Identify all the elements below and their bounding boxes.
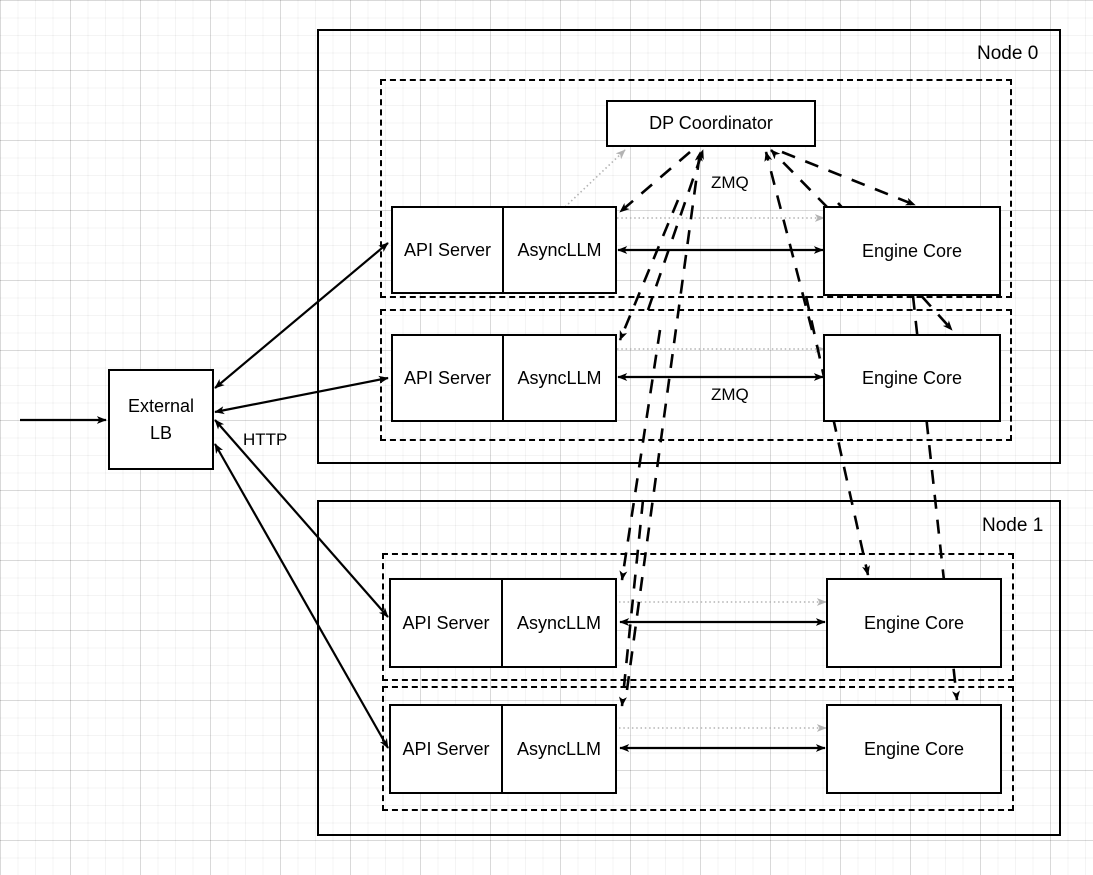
zmq-label-node0-group1: ZMQ xyxy=(711,385,749,404)
api-server-label-1: API Server xyxy=(393,336,504,420)
api-server-label-0: API Server xyxy=(393,208,504,292)
node-1-engine-core-1[interactable]: Engine Core xyxy=(826,704,1002,794)
external-lb-box[interactable]: External LB xyxy=(108,369,214,470)
node-1-label: Node 1 xyxy=(982,515,1044,536)
node-0-label: Node 0 xyxy=(977,43,1039,64)
async-llm-label-2: AsyncLLM xyxy=(516,612,602,633)
async-llm-label-0: AsyncLLM xyxy=(517,239,602,260)
engine-core-label-1: Engine Core xyxy=(861,367,963,388)
node-0-engine-core-0[interactable]: Engine Core xyxy=(823,206,1001,296)
engine-core-label-3: Engine Core xyxy=(863,738,965,759)
node-0-engine-core-1[interactable]: Engine Core xyxy=(823,334,1001,422)
dp-coordinator-label: DP Coordinator xyxy=(649,113,773,134)
node-1-dp-group-0 xyxy=(382,553,1014,681)
external-lb-label-line1: External xyxy=(127,396,195,417)
external-lb-label-line2: LB xyxy=(149,422,172,443)
node-0-apiserver-asyncllm-0[interactable]: API Server AsyncLLM xyxy=(391,206,617,294)
node-0-container xyxy=(317,29,1061,464)
node-0-dp-group-1 xyxy=(380,309,1012,441)
api-server-label-2: API Server xyxy=(391,580,503,666)
node-1-apiserver-asyncllm-0[interactable]: API Server AsyncLLM xyxy=(389,578,617,668)
node-1-engine-core-0[interactable]: Engine Core xyxy=(826,578,1002,668)
async-llm-label-1: AsyncLLM xyxy=(517,367,602,388)
node-0-apiserver-asyncllm-1[interactable]: API Server AsyncLLM xyxy=(391,334,617,422)
node-1-apiserver-asyncllm-1[interactable]: API Server AsyncLLM xyxy=(389,704,617,794)
http-edge-label: HTTP xyxy=(243,430,288,449)
dp-coordinator-box[interactable]: DP Coordinator xyxy=(606,100,816,147)
node-0-dp-group-0 xyxy=(380,79,1012,298)
async-llm-label-3: AsyncLLM xyxy=(516,738,602,759)
api-server-label-3: API Server xyxy=(391,706,503,792)
node-1-dp-group-1 xyxy=(382,686,1014,811)
engine-core-label-0: Engine Core xyxy=(861,240,963,261)
zmq-label-node0-group0: ZMQ xyxy=(711,173,749,192)
node-1-container xyxy=(317,500,1061,836)
engine-core-label-2: Engine Core xyxy=(863,612,965,633)
